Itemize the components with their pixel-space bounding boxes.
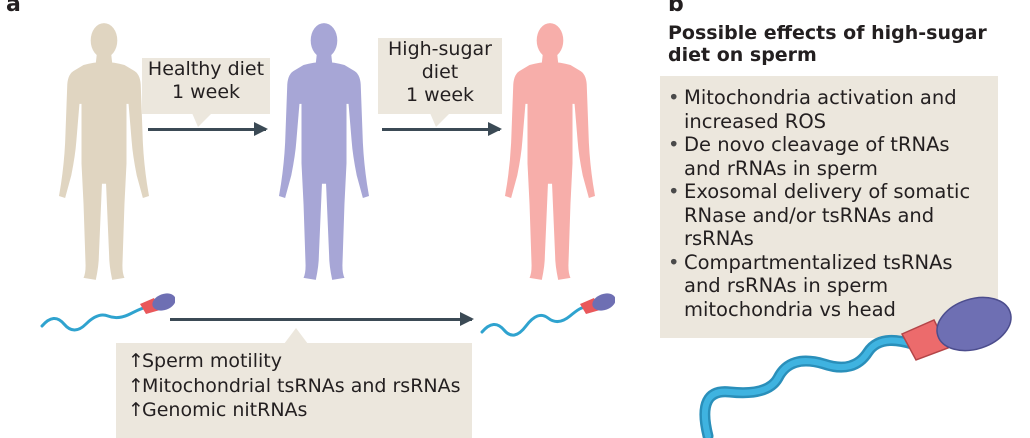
sperm-before-icon xyxy=(40,293,175,332)
effects-box: Mitochondria activation and increased RO… xyxy=(660,76,998,338)
outcome-callout-tail xyxy=(284,328,308,344)
outcome-item: ↑Mitochondrial tsRNAs and rsRNAs xyxy=(128,374,461,397)
sperm-after-icon xyxy=(480,293,615,337)
high-sugar-diet-arrow xyxy=(382,122,502,136)
panel-a-letter: a xyxy=(6,0,21,17)
high-sugar-duration: 1 week xyxy=(405,84,475,106)
healthy-diet-label: Healthy diet 1 week xyxy=(142,58,270,114)
high-sugar-diet-label: High-sugar diet 1 week xyxy=(378,38,502,114)
high-sugar-line2: diet xyxy=(421,61,459,83)
healthy-diet-arrow xyxy=(148,122,268,136)
sperm-change-arrow xyxy=(170,312,474,326)
increase-arrow-icon: ↑ xyxy=(128,374,144,397)
sperm-outcomes-box: ↑Sperm motility ↑Mitochondrial tsRNAs an… xyxy=(116,343,472,438)
panel-b-letter: b xyxy=(668,0,684,17)
healthy-diet-duration: 1 week xyxy=(171,81,241,103)
person-healthy-diet-icon xyxy=(278,23,370,280)
outcome-item: ↑Sperm motility xyxy=(128,350,282,372)
healthy-diet-line1: Healthy diet xyxy=(147,58,265,80)
person-high-sugar-icon xyxy=(504,23,596,280)
effect-item: Exosomal delivery of somatic RNase and/o… xyxy=(668,180,992,251)
effect-item: Mitochondria activation and increased RO… xyxy=(668,86,992,133)
high-sugar-line1: High-sugar xyxy=(388,38,492,60)
person-before-icon xyxy=(58,23,150,280)
effects-title: Possible effects of high-sugar diet on s… xyxy=(668,22,987,66)
effects-list: Mitochondria activation and increased RO… xyxy=(660,76,998,321)
increase-arrow-icon: ↑ xyxy=(128,350,144,372)
increase-arrow-icon: ↑ xyxy=(128,399,144,421)
high-sugar-callout-tail xyxy=(430,113,450,127)
large-sperm-icon xyxy=(699,296,1012,438)
effect-item: Compartmentalized tsRNAs and rsRNAs in s… xyxy=(668,251,992,322)
effect-item: De novo cleavage of tRNAs and rRNAs in s… xyxy=(668,133,992,180)
outcome-item: ↑Genomic nitRNAs xyxy=(128,399,308,421)
healthy-diet-callout-tail xyxy=(192,113,212,127)
